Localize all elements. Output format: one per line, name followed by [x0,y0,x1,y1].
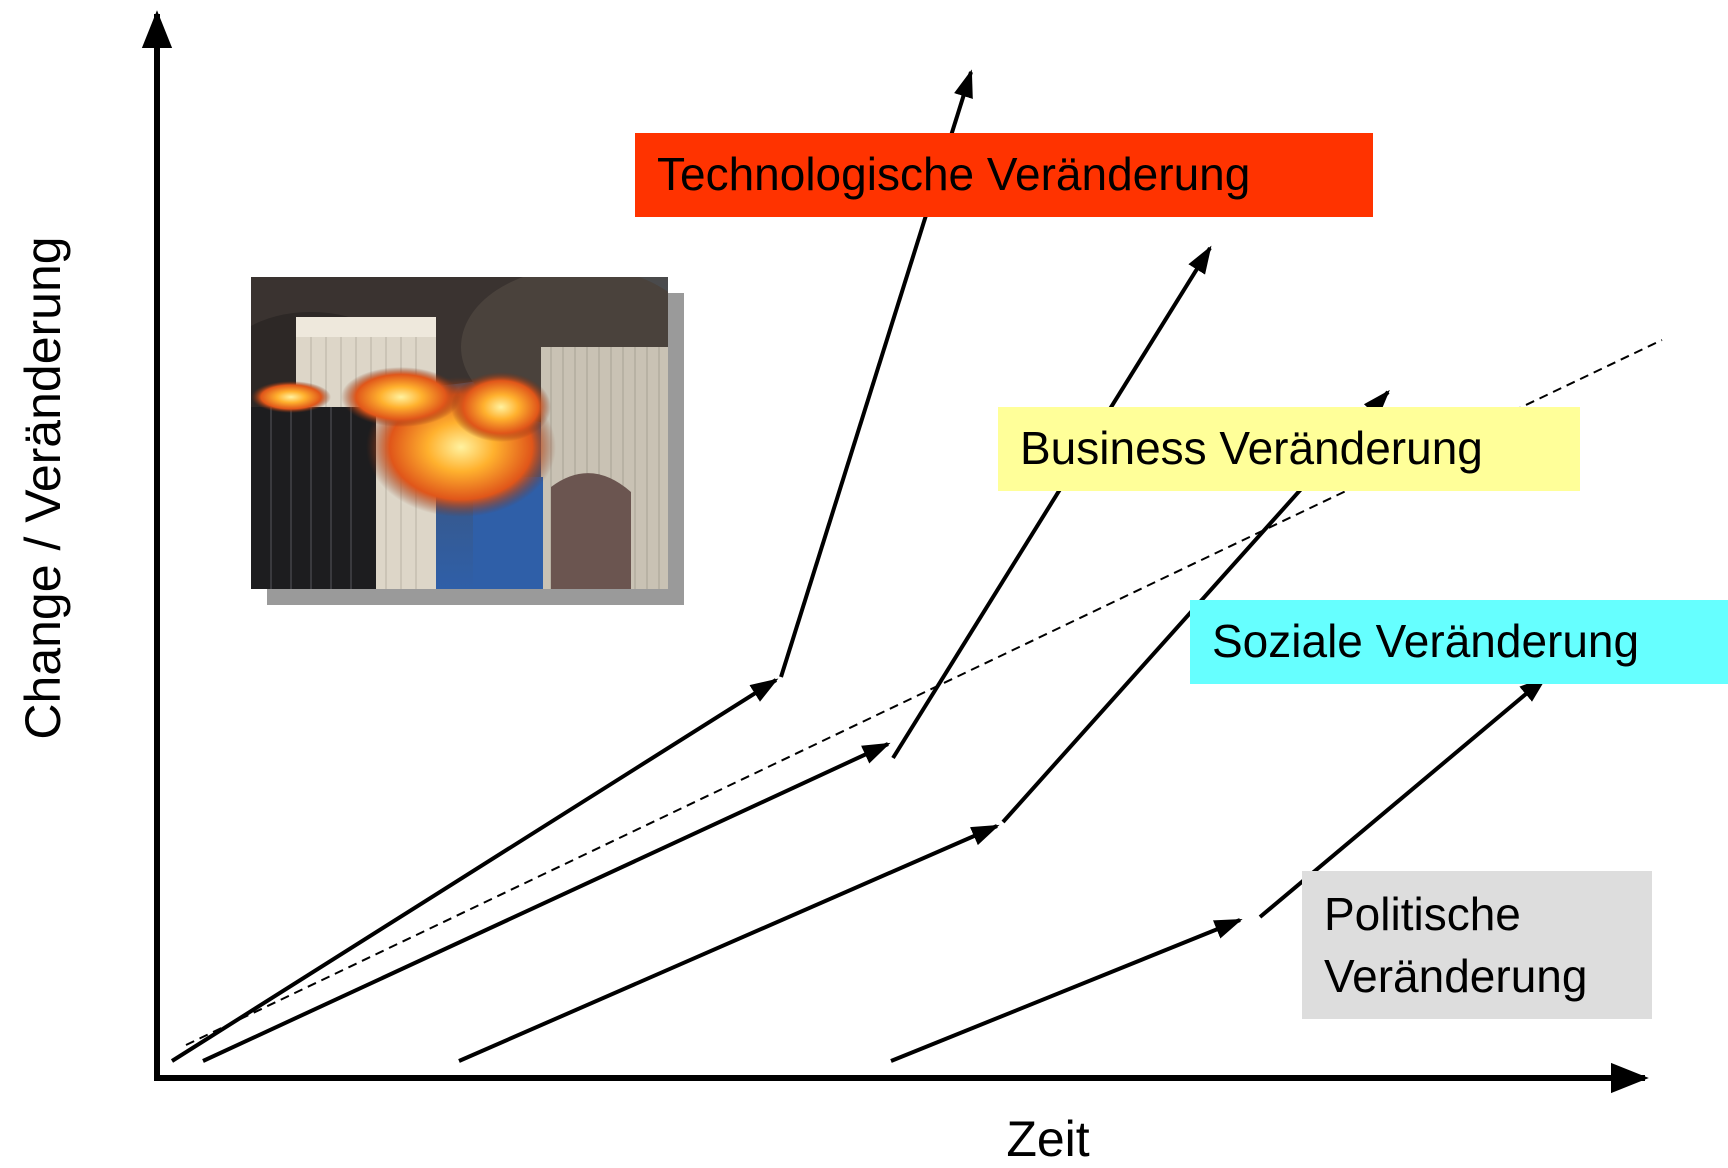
y-axis-label: Change / Veränderung [15,236,71,740]
trend-dashed-line [185,339,1663,1046]
political-change-text-line2: Veränderung [1324,950,1588,1002]
social-change-text: Soziale Veränderung [1212,615,1640,667]
political-change-text-line1: Politische [1324,888,1521,940]
burning-towers-photo [251,277,668,589]
business-arrow-phase2 [891,245,1212,760]
technology-change-label: Technologische Veränderung [635,133,1373,217]
political-arrow-phase1 [890,918,1243,1063]
social-arrow-phase1 [458,824,1000,1063]
technology-change-text: Technologische Veränderung [657,148,1251,200]
tech-arrow-phase1 [170,678,779,1063]
business-change-text: Business Veränderung [1020,422,1483,474]
x-axis-label: Zeit [1006,1111,1090,1167]
political-change-label: Politische Veränderung [1302,871,1652,1019]
business-change-label: Business Veränderung [998,407,1580,491]
social-change-label: Soziale Veränderung [1190,600,1728,684]
business-arrow-phase1 [202,742,891,1063]
